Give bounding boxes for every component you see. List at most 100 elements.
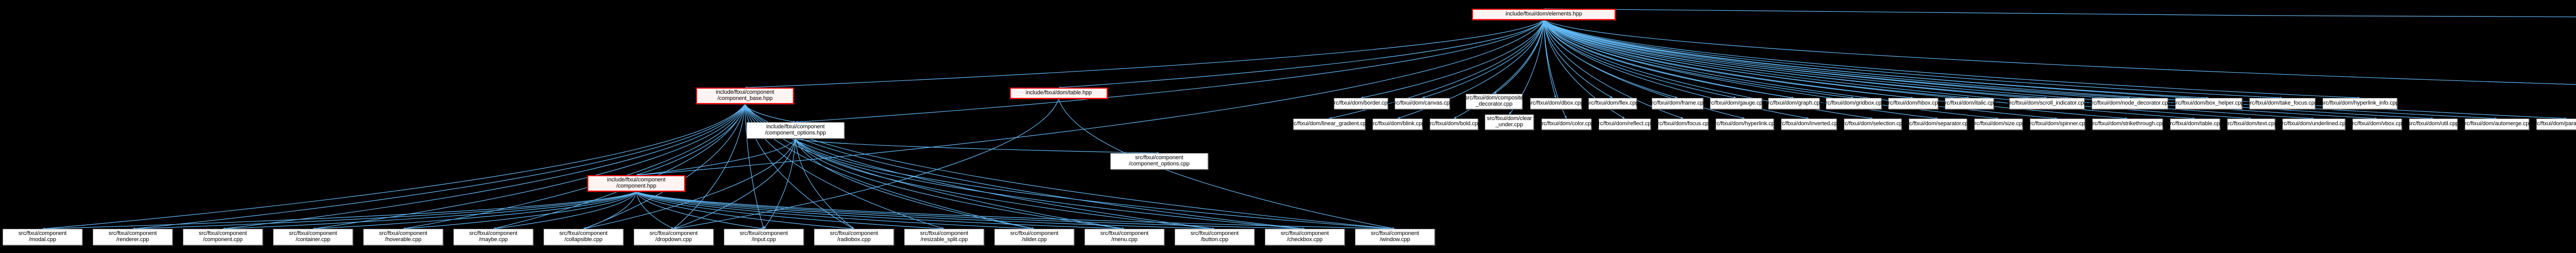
graph-node[interactable]: src/ftxui/dom/separator.cpp (1905, 119, 1971, 130)
graph-node[interactable]: src/ftxui/component /container.cpp (273, 229, 353, 245)
graph-edge (636, 191, 1395, 229)
graph-node[interactable]: src/ftxui/dom/hbox.cpp (1886, 98, 1941, 109)
graph-node[interactable]: src/ftxui/dom/border.cpp (1331, 98, 1391, 109)
graph-edge (636, 191, 674, 229)
graph-edge (673, 98, 1059, 229)
graph-node[interactable]: src/ftxui/dom/automerge.cpp (2462, 119, 2532, 130)
graph-node[interactable]: src/ftxui/dom/gauge.cpp (1706, 98, 1766, 109)
graph-edge (795, 138, 1395, 229)
graph-node[interactable]: src/ftxui/dom/hyperlink_info.cpp (2321, 98, 2399, 109)
graph-edge (636, 191, 944, 229)
graph-node[interactable]: src/ftxui/dom/graph.cpp (1765, 98, 1823, 109)
graph-edge (636, 138, 796, 176)
graph-edge (132, 104, 745, 229)
graph-edge (1543, 20, 1613, 98)
graph-edge (1544, 20, 2209, 98)
graph-edge (403, 104, 745, 229)
graph-node[interactable]: src/ftxui/component /menu.cpp (1084, 229, 1164, 245)
graph-node[interactable]: src/ftxui/component /checkbox.cpp (1265, 229, 1345, 245)
graph-node[interactable]: src/ftxui/component /component.cpp (183, 229, 263, 245)
graph-node[interactable]: src/ftxui/dom/gridbox.cpp (1823, 98, 1885, 109)
graph-edge (42, 191, 637, 229)
graph-node[interactable]: src/ftxui/dom/strikethrough.cpp (2090, 119, 2165, 130)
graph-edge (223, 191, 637, 229)
graph-node[interactable]: src/ftxui/dom/focus.cpp (1655, 119, 1711, 130)
graph-node[interactable]: src/ftxui/component /modal.cpp (3, 229, 82, 245)
graph-node[interactable]: src/ftxui/dom/dbox.cpp (1528, 98, 1584, 109)
graph-node[interactable]: src/ftxui/dom/flex.cpp (1586, 98, 1639, 109)
graph-node[interactable]: src/ftxui/dom/color.cpp (1539, 119, 1594, 130)
graph-edge (795, 138, 1035, 229)
graph-node[interactable]: src/ftxui/component /input.cpp (724, 229, 804, 245)
graph-node[interactable]: src/ftxui/dom/util.cpp (2408, 119, 2459, 130)
graph-node[interactable]: src/ftxui/component /radiobox.cpp (814, 229, 894, 245)
graph-node[interactable]: src/ftxui/dom/reflect.cpp (1596, 119, 1654, 130)
graph-edge (636, 191, 1215, 229)
graph-edge (795, 138, 1160, 154)
graph-node[interactable]: src/ftxui/dom/table.cpp (2167, 119, 2223, 130)
graph-node[interactable]: src/ftxui/dom/paragraph.cpp (2532, 119, 2576, 130)
graph-edge (403, 191, 637, 229)
graph-edge (1422, 20, 1545, 98)
graph-node[interactable]: src/ftxui/dom/spinner.cpp (2027, 119, 2088, 130)
graph-edge (1494, 20, 1545, 94)
graph-edge (1543, 20, 1556, 98)
graph-node[interactable]: include/ftxui/component /component_base.… (696, 88, 794, 104)
graph-node[interactable]: src/ftxui/dom/frame.cpp (1649, 98, 1706, 109)
graph-node[interactable]: src/ftxui/dom/blink.cpp (1370, 119, 1425, 130)
graph-edge (1543, 20, 1913, 98)
graph-node[interactable]: src/ftxui/component /dropdown.cpp (634, 229, 714, 245)
graph-node[interactable]: src/ftxui/dom/canvas.cpp (1392, 98, 1453, 109)
graph-node[interactable]: src/ftxui/dom/text.cpp (2225, 119, 2277, 130)
graph-edge (673, 138, 796, 229)
graph-edge (744, 20, 1544, 88)
graph-edge (795, 138, 1305, 229)
graph-node[interactable]: include/ftxui/dom/table.hpp (1010, 88, 1108, 99)
graph-edge (1544, 20, 2047, 98)
graph-node[interactable]: src/ftxui/dom/underlined.cpp (2279, 119, 2348, 130)
graph-edge (1543, 20, 1794, 98)
graph-node[interactable]: src/ftxui/component /window.cpp (1355, 229, 1435, 245)
graph-node[interactable]: src/ftxui/component /button.cpp (1175, 229, 1255, 245)
graph-edge (673, 104, 745, 229)
graph-node[interactable]: include/ftxui/component /component_optio… (747, 122, 844, 139)
graph-node[interactable]: include/ftxui/dom/elements.hpp (1472, 9, 1616, 20)
graph-edge (223, 104, 745, 229)
graph-edge (583, 191, 637, 229)
graph-node[interactable]: src/ftxui/component /maybe.cpp (453, 229, 533, 245)
graph-edge (1544, 20, 2130, 98)
graph-node[interactable]: src/ftxui/component /resizable_split.cpp (904, 229, 984, 245)
graph-node[interactable]: src/ftxui/dom/selection.cpp (1840, 119, 1906, 130)
graph-edge (1543, 20, 1736, 98)
graph-node[interactable]: src/ftxui/dom/scroll_indicator.cpp (2007, 98, 2087, 109)
graph-node[interactable]: src/ftxui/dom/take_focus.cpp (2247, 98, 2317, 109)
graph-node[interactable]: src/ftxui/component /renderer.cpp (93, 229, 173, 245)
graph-node[interactable]: src/ftxui/component /hoverable.cpp (363, 229, 443, 245)
graph-node[interactable]: src/ftxui/dom/linear_gradient.cpp (1289, 119, 1369, 130)
graph-node[interactable]: src/ftxui/dom/vbox.cpp (2349, 119, 2405, 130)
graph-node[interactable]: src/ftxui/dom/clear _under.cpp (1485, 114, 1534, 130)
graph-node[interactable]: src/ftxui/component /component_options.c… (1110, 153, 1208, 170)
graph-node[interactable]: src/ftxui/dom/box_helper.cpp (2173, 98, 2244, 109)
graph-edge (636, 191, 1035, 229)
graph-edge (636, 104, 745, 176)
graph-edge (1544, 8, 2576, 18)
graph-edge (1361, 20, 1545, 98)
graph-edge (493, 104, 745, 229)
graph-edge (636, 191, 1125, 229)
graph-node[interactable]: src/ftxui/dom/inverted.cpp (1777, 119, 1840, 130)
graph-edge (636, 191, 764, 229)
graph-node[interactable]: src/ftxui/component /slider.cpp (994, 229, 1074, 245)
graph-node[interactable]: src/ftxui/component /collapsible.cpp (544, 229, 623, 245)
graph-node[interactable]: src/ftxui/dom/size.cpp (1972, 119, 2025, 130)
graph-edge (493, 191, 637, 229)
graph-edge (1543, 20, 1854, 98)
graph-node[interactable]: src/ftxui/dom/italic.cpp (1942, 98, 1997, 109)
graph-edge (583, 104, 745, 229)
graph-node[interactable]: src/ftxui/dom/composite _decorator.cpp (1465, 94, 1523, 109)
graph-node[interactable]: src/ftxui/dom/node_decorator.cpp (2089, 98, 2171, 109)
graph-node[interactable]: src/ftxui/dom/bold.cpp (1427, 119, 1481, 130)
graph-node[interactable]: include/ftxui/component /component.hpp (587, 175, 685, 192)
graph-node[interactable]: src/ftxui/dom/hyperlink.cpp (1712, 119, 1777, 130)
